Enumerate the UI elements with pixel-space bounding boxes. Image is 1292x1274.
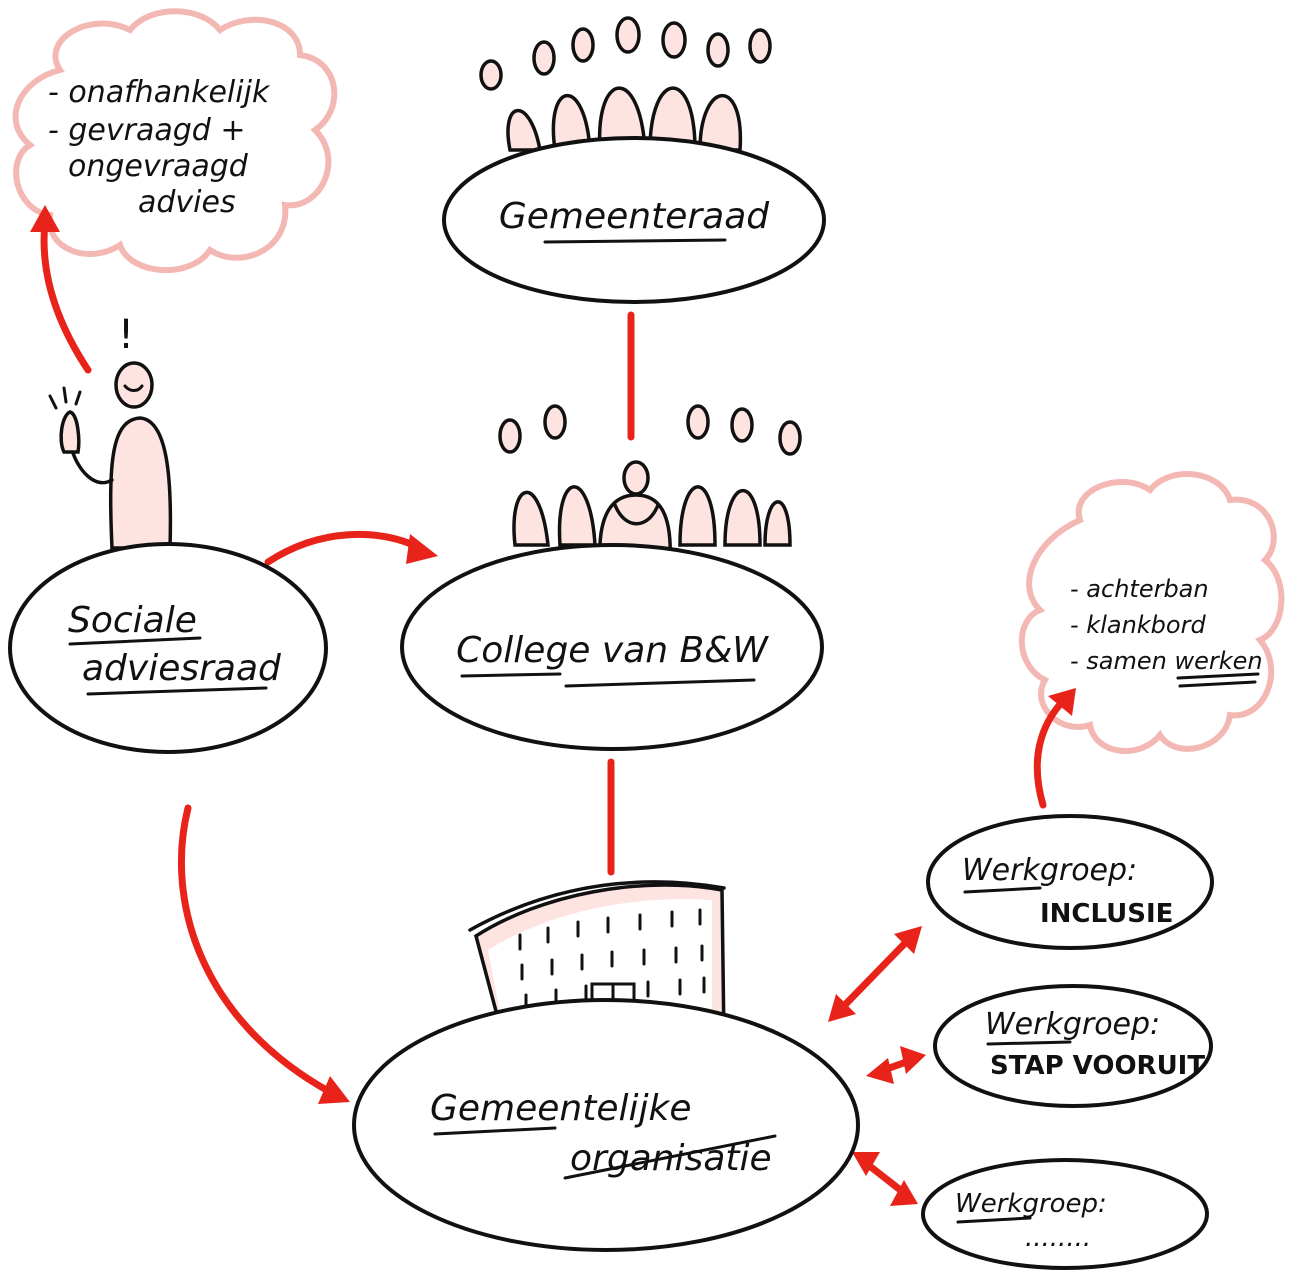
node-werkgroep-stap-vooruit: Werkgroep: STAP VOORUIT: [933, 984, 1213, 1108]
arrow-adviesraad-to-college: [264, 530, 424, 566]
node-gemeenteraad-label: Gemeenteraad: [499, 196, 770, 237]
arrowhead: [894, 926, 922, 954]
cloud-note-line: advies: [138, 185, 236, 220]
gemeenteraad-people-icon: [479, 16, 772, 152]
arrowhead: [406, 534, 438, 564]
underline: [963, 886, 1042, 894]
arrowhead: [318, 1076, 350, 1104]
underline: [563, 1134, 777, 1180]
arrowhead: [30, 205, 60, 232]
underline: [543, 238, 727, 244]
node-gemeentelijke-organisatie: Gemeentelijke organisatie: [352, 998, 860, 1252]
underline: [86, 686, 268, 696]
arrow-adviesraad-to-organisatie: [177, 804, 334, 1096]
underline: [564, 678, 756, 688]
cloud-werkgroep-notes: - achterban - klankbord - samen werken: [1018, 471, 1285, 754]
cloud-note-line: ongevraagd: [68, 149, 249, 184]
node-werkgroep-open-title: Werkgroep:: [955, 1189, 1107, 1219]
node-werkgroep-inclusie-title: Werkgroep:: [962, 853, 1137, 888]
cloud-adviesraad-notes: - onafhankelijk - gevraagd + ongevraagd …: [12, 8, 338, 273]
node-werkgroep-open-name: ........: [1025, 1223, 1091, 1253]
underline: [433, 1126, 557, 1136]
underline: [986, 1040, 1072, 1046]
cloud-note-line: - gevraagd +: [48, 113, 245, 148]
underline: [956, 1216, 1032, 1224]
arrowhead: [866, 1058, 894, 1084]
node-sociale-adviesraad-line1: Sociale: [68, 600, 197, 641]
arrow-inclusie-to-cloud: [1033, 696, 1068, 809]
connectors: [607, 311, 635, 876]
node-sociale-adviesraad-line2: adviesraad: [82, 648, 282, 689]
cloud-note-line: - samen werken: [1070, 647, 1263, 675]
node-werkgroep-stap-title: Werkgroep:: [985, 1007, 1160, 1042]
adviser-figure-icon: !: [48, 312, 173, 550]
node-werkgroep-stap-name: STAP VOORUIT: [990, 1051, 1205, 1081]
arrows: [30, 205, 1076, 1206]
arrowhead: [900, 1046, 926, 1074]
arrowhead: [1048, 688, 1076, 716]
underline: [68, 636, 202, 646]
cloud-note-line: - klankbord: [1070, 611, 1206, 639]
node-organisatie-line1: Gemeentelijke: [430, 1088, 692, 1129]
node-werkgroep-inclusie-name: INCLUSIE: [1040, 899, 1173, 929]
node-werkgroep-inclusie: Werkgroep: INCLUSIE: [926, 814, 1214, 950]
exclamation-mark: !: [118, 312, 134, 358]
node-college: College van B&W: [400, 543, 824, 751]
underline: [1176, 672, 1260, 688]
arrowhead: [852, 1152, 880, 1176]
arrow-figure-to-cloud: [40, 218, 92, 374]
cloud-note-line: - achterban: [1070, 575, 1209, 603]
arrow-organisatie-inclusie: [834, 932, 916, 1016]
arrowhead: [828, 994, 856, 1022]
node-gemeenteraad: Gemeenteraad: [442, 136, 826, 304]
node-college-label: College van B&W: [456, 630, 769, 671]
node-sociale-adviesraad: Sociale adviesraad: [8, 542, 328, 754]
underline: [460, 672, 562, 678]
arrowhead: [890, 1180, 918, 1206]
cloud-note-line: - onafhankelijk: [48, 75, 271, 110]
node-werkgroep-open: Werkgroep: ........: [921, 1158, 1209, 1270]
